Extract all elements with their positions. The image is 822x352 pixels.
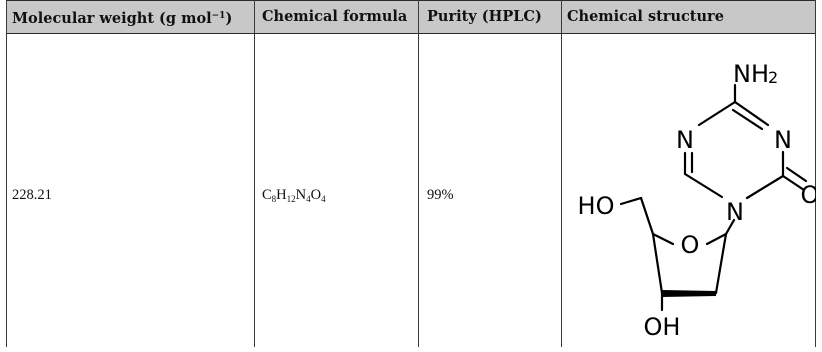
header-chemical-formula: Chemical formula bbox=[262, 8, 408, 25]
column-divider bbox=[815, 0, 816, 347]
structure-svg: NH 2 N N N O O HO OH bbox=[578, 60, 820, 341]
bond-wedge bbox=[662, 290, 716, 297]
column-divider bbox=[254, 0, 255, 347]
header-chemical-structure: Chemical structure bbox=[567, 8, 724, 25]
label-ring-o: O bbox=[681, 231, 700, 259]
bond-ring bbox=[745, 174, 785, 200]
bond-ring-double bbox=[731, 108, 764, 131]
column-divider bbox=[418, 0, 419, 347]
label-n-ring: N bbox=[726, 198, 744, 226]
column-divider bbox=[6, 0, 7, 347]
label-carbonyl-o: O bbox=[801, 181, 816, 209]
cell-chemical-formula: C8H12N4O4 bbox=[262, 187, 326, 204]
chemical-structure-drawing: NH 2 N N N O O HO OH bbox=[561, 34, 820, 347]
cell-purity: 99% bbox=[427, 187, 454, 203]
label-n-right: N bbox=[774, 126, 792, 154]
cell-molecular-weight: 228.21 bbox=[12, 187, 52, 203]
bond-ring bbox=[683, 172, 724, 199]
header-molecular-weight: Molecular weight (g mol−1) bbox=[12, 10, 233, 27]
bond-ring bbox=[697, 100, 737, 127]
bond-sugar bbox=[651, 232, 675, 246]
table-header-row bbox=[6, 0, 816, 34]
bond-carbonyl bbox=[781, 174, 806, 192]
bond-ch2 bbox=[639, 196, 655, 236]
header-purity: Purity (HPLC) bbox=[427, 8, 542, 25]
label-hydroxyl: OH bbox=[644, 313, 681, 341]
bond-carbonyl bbox=[785, 166, 808, 183]
label-amino: NH bbox=[733, 60, 769, 88]
bond-sugar bbox=[651, 232, 664, 295]
label-n-left: N bbox=[676, 126, 694, 154]
bond-glycosidic bbox=[724, 218, 736, 236]
label-hydroxymethyl: HO bbox=[578, 192, 615, 220]
bond-ring bbox=[733, 100, 770, 127]
label-amino-subscript: 2 bbox=[768, 68, 778, 87]
bond-sugar bbox=[714, 232, 728, 295]
bond-sugar bbox=[705, 232, 728, 246]
bond-ch2-oh bbox=[619, 196, 643, 206]
column-divider bbox=[561, 0, 562, 347]
data-table: Molecular weight (g mol−1) Chemical form… bbox=[6, 0, 820, 347]
